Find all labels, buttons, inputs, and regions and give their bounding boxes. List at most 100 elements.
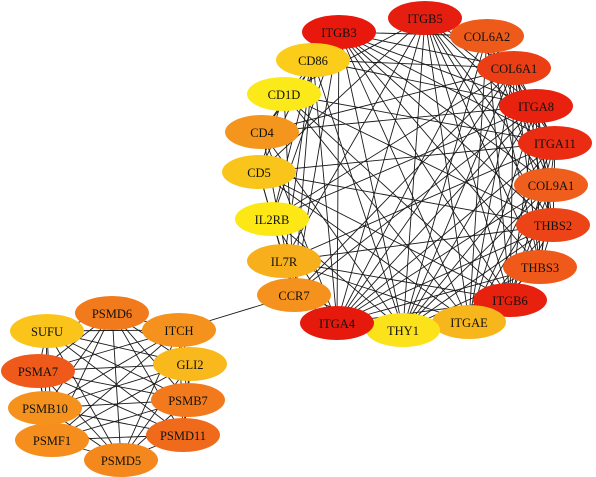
node-label: ITGB6 bbox=[492, 294, 527, 308]
node-shape bbox=[276, 43, 350, 77]
edge-CD86-ITGA8 bbox=[312, 59, 537, 107]
edge-CD5-ITGA11 bbox=[258, 142, 556, 173]
node-shape bbox=[473, 283, 547, 317]
node-label: ITGA4 bbox=[319, 317, 356, 331]
edge-ITGA8-ITGA4 bbox=[336, 105, 537, 324]
edge-IL7R-ITGB6 bbox=[283, 260, 511, 301]
edge-CD5-ITGB6 bbox=[258, 171, 511, 301]
node-itga4: ITGA4 bbox=[300, 306, 374, 340]
node-col9a1: COL9A1 bbox=[514, 168, 588, 202]
node-cd5: CD5 bbox=[222, 155, 296, 189]
node-shape bbox=[225, 115, 299, 149]
edge-COL6A2-THY1 bbox=[402, 35, 488, 331]
edge-CD5-ITGAE bbox=[258, 171, 470, 323]
node-label: ITGB5 bbox=[407, 12, 442, 26]
edge-CD5-THBS2 bbox=[258, 171, 554, 226]
node-ccr7: CCR7 bbox=[257, 278, 331, 312]
node-shape bbox=[514, 168, 588, 202]
node-itga11: ITGA11 bbox=[518, 126, 592, 160]
node-shape bbox=[153, 347, 227, 381]
edge-COL6A2-ITGAE bbox=[468, 35, 488, 323]
edge-ITGA11-ITGA4 bbox=[336, 142, 556, 324]
node-label: THBS2 bbox=[534, 219, 572, 233]
edge-SUFU-PSMD5 bbox=[46, 330, 122, 461]
node-itgb3: ITGB3 bbox=[302, 15, 376, 49]
edge-IL2RB-THY1 bbox=[271, 218, 404, 331]
node-itga8: ITGA8 bbox=[499, 89, 573, 123]
edge-THBS2-ITGA4 bbox=[336, 224, 554, 324]
edge-THBS3-ITGA4 bbox=[336, 266, 541, 324]
node-shape bbox=[366, 313, 440, 347]
edge-COL9A1-THY1 bbox=[402, 184, 552, 331]
edge-IL7R-ITGAE bbox=[283, 260, 470, 323]
node-shape bbox=[151, 383, 225, 417]
node-label: IL2RB bbox=[255, 213, 290, 227]
node-label: GLI2 bbox=[176, 358, 203, 372]
node-sufu: SUFU bbox=[10, 314, 84, 348]
node-psmf1: PSMF1 bbox=[15, 423, 89, 457]
node-itgb5: ITGB5 bbox=[388, 1, 462, 35]
node-shape bbox=[450, 19, 524, 53]
edge-ITGB3-THY1 bbox=[338, 31, 404, 331]
node-label: SUFU bbox=[31, 325, 63, 339]
edge-ITCH-PSMF1 bbox=[51, 329, 180, 441]
node-label: ITGA11 bbox=[534, 137, 576, 151]
node-label: CCR7 bbox=[278, 289, 309, 303]
node-label: COL9A1 bbox=[528, 179, 575, 193]
node-label: CD86 bbox=[298, 54, 328, 68]
node-psmd5: PSMD5 bbox=[84, 443, 158, 477]
node-label: ITGA8 bbox=[518, 100, 554, 114]
edge-ITGB3-THBS3 bbox=[338, 31, 541, 268]
node-psmb10: PSMB10 bbox=[8, 391, 82, 425]
node-shape bbox=[247, 77, 321, 111]
edge-ITGB5-COL9A1 bbox=[424, 17, 552, 186]
node-shape bbox=[142, 313, 216, 347]
edge-CD1D-ITGB6 bbox=[283, 93, 511, 301]
node-shape bbox=[222, 155, 296, 189]
node-col6a2: COL6A2 bbox=[450, 19, 524, 53]
edge-CD86-THY1 bbox=[312, 59, 404, 331]
node-label: CD5 bbox=[247, 166, 271, 180]
node-shape bbox=[516, 208, 590, 242]
node-psmd11: PSMD11 bbox=[146, 418, 220, 452]
node-shape bbox=[257, 278, 331, 312]
node-label: THY1 bbox=[387, 324, 419, 338]
edge-COL6A1-THY1 bbox=[402, 67, 515, 331]
edge-ITGB3-ITGAE bbox=[338, 31, 470, 323]
node-shape bbox=[477, 51, 551, 85]
node-itch: ITCH bbox=[142, 313, 216, 347]
edge-IL7R-THBS2 bbox=[283, 224, 554, 262]
node-psmb7: PSMB7 bbox=[151, 383, 225, 417]
edge-COL9A1-ITGA4 bbox=[336, 184, 552, 324]
node-label: PSMB10 bbox=[22, 402, 68, 416]
node-shape bbox=[388, 1, 462, 35]
edge-CD5-CD86 bbox=[258, 59, 314, 173]
node-itgae: ITGAE bbox=[432, 305, 506, 339]
node-label: ITGAE bbox=[450, 316, 488, 330]
node-cd86: CD86 bbox=[276, 43, 350, 77]
node-gli2: GLI2 bbox=[153, 347, 227, 381]
node-label: CD1D bbox=[268, 88, 301, 102]
node-label: THBS3 bbox=[521, 261, 559, 275]
node-label: COL6A2 bbox=[464, 30, 511, 44]
node-label: PSMD11 bbox=[160, 429, 206, 443]
node-thbs3: THBS3 bbox=[503, 250, 577, 284]
node-il2rb: IL2RB bbox=[235, 202, 309, 236]
node-shape bbox=[432, 305, 506, 339]
edge-IL2RB-ITGA8 bbox=[271, 105, 537, 220]
node-label: PSMD5 bbox=[101, 454, 141, 468]
node-label: PSMB7 bbox=[168, 394, 208, 408]
node-label: ITGB3 bbox=[321, 26, 356, 40]
node-shape bbox=[146, 418, 220, 452]
node-label: ITCH bbox=[164, 324, 193, 338]
node-label: CD4 bbox=[250, 126, 274, 140]
edge-COL6A2-ITGA4 bbox=[336, 35, 488, 324]
edge-CD1D-ITGAE bbox=[283, 93, 470, 323]
node-label: PSMD6 bbox=[92, 307, 132, 321]
node-shape bbox=[10, 314, 84, 348]
node-shape bbox=[499, 89, 573, 123]
edge-ITGB5-ITGA4 bbox=[336, 17, 426, 324]
edge-THBS2-THY1 bbox=[402, 224, 554, 331]
